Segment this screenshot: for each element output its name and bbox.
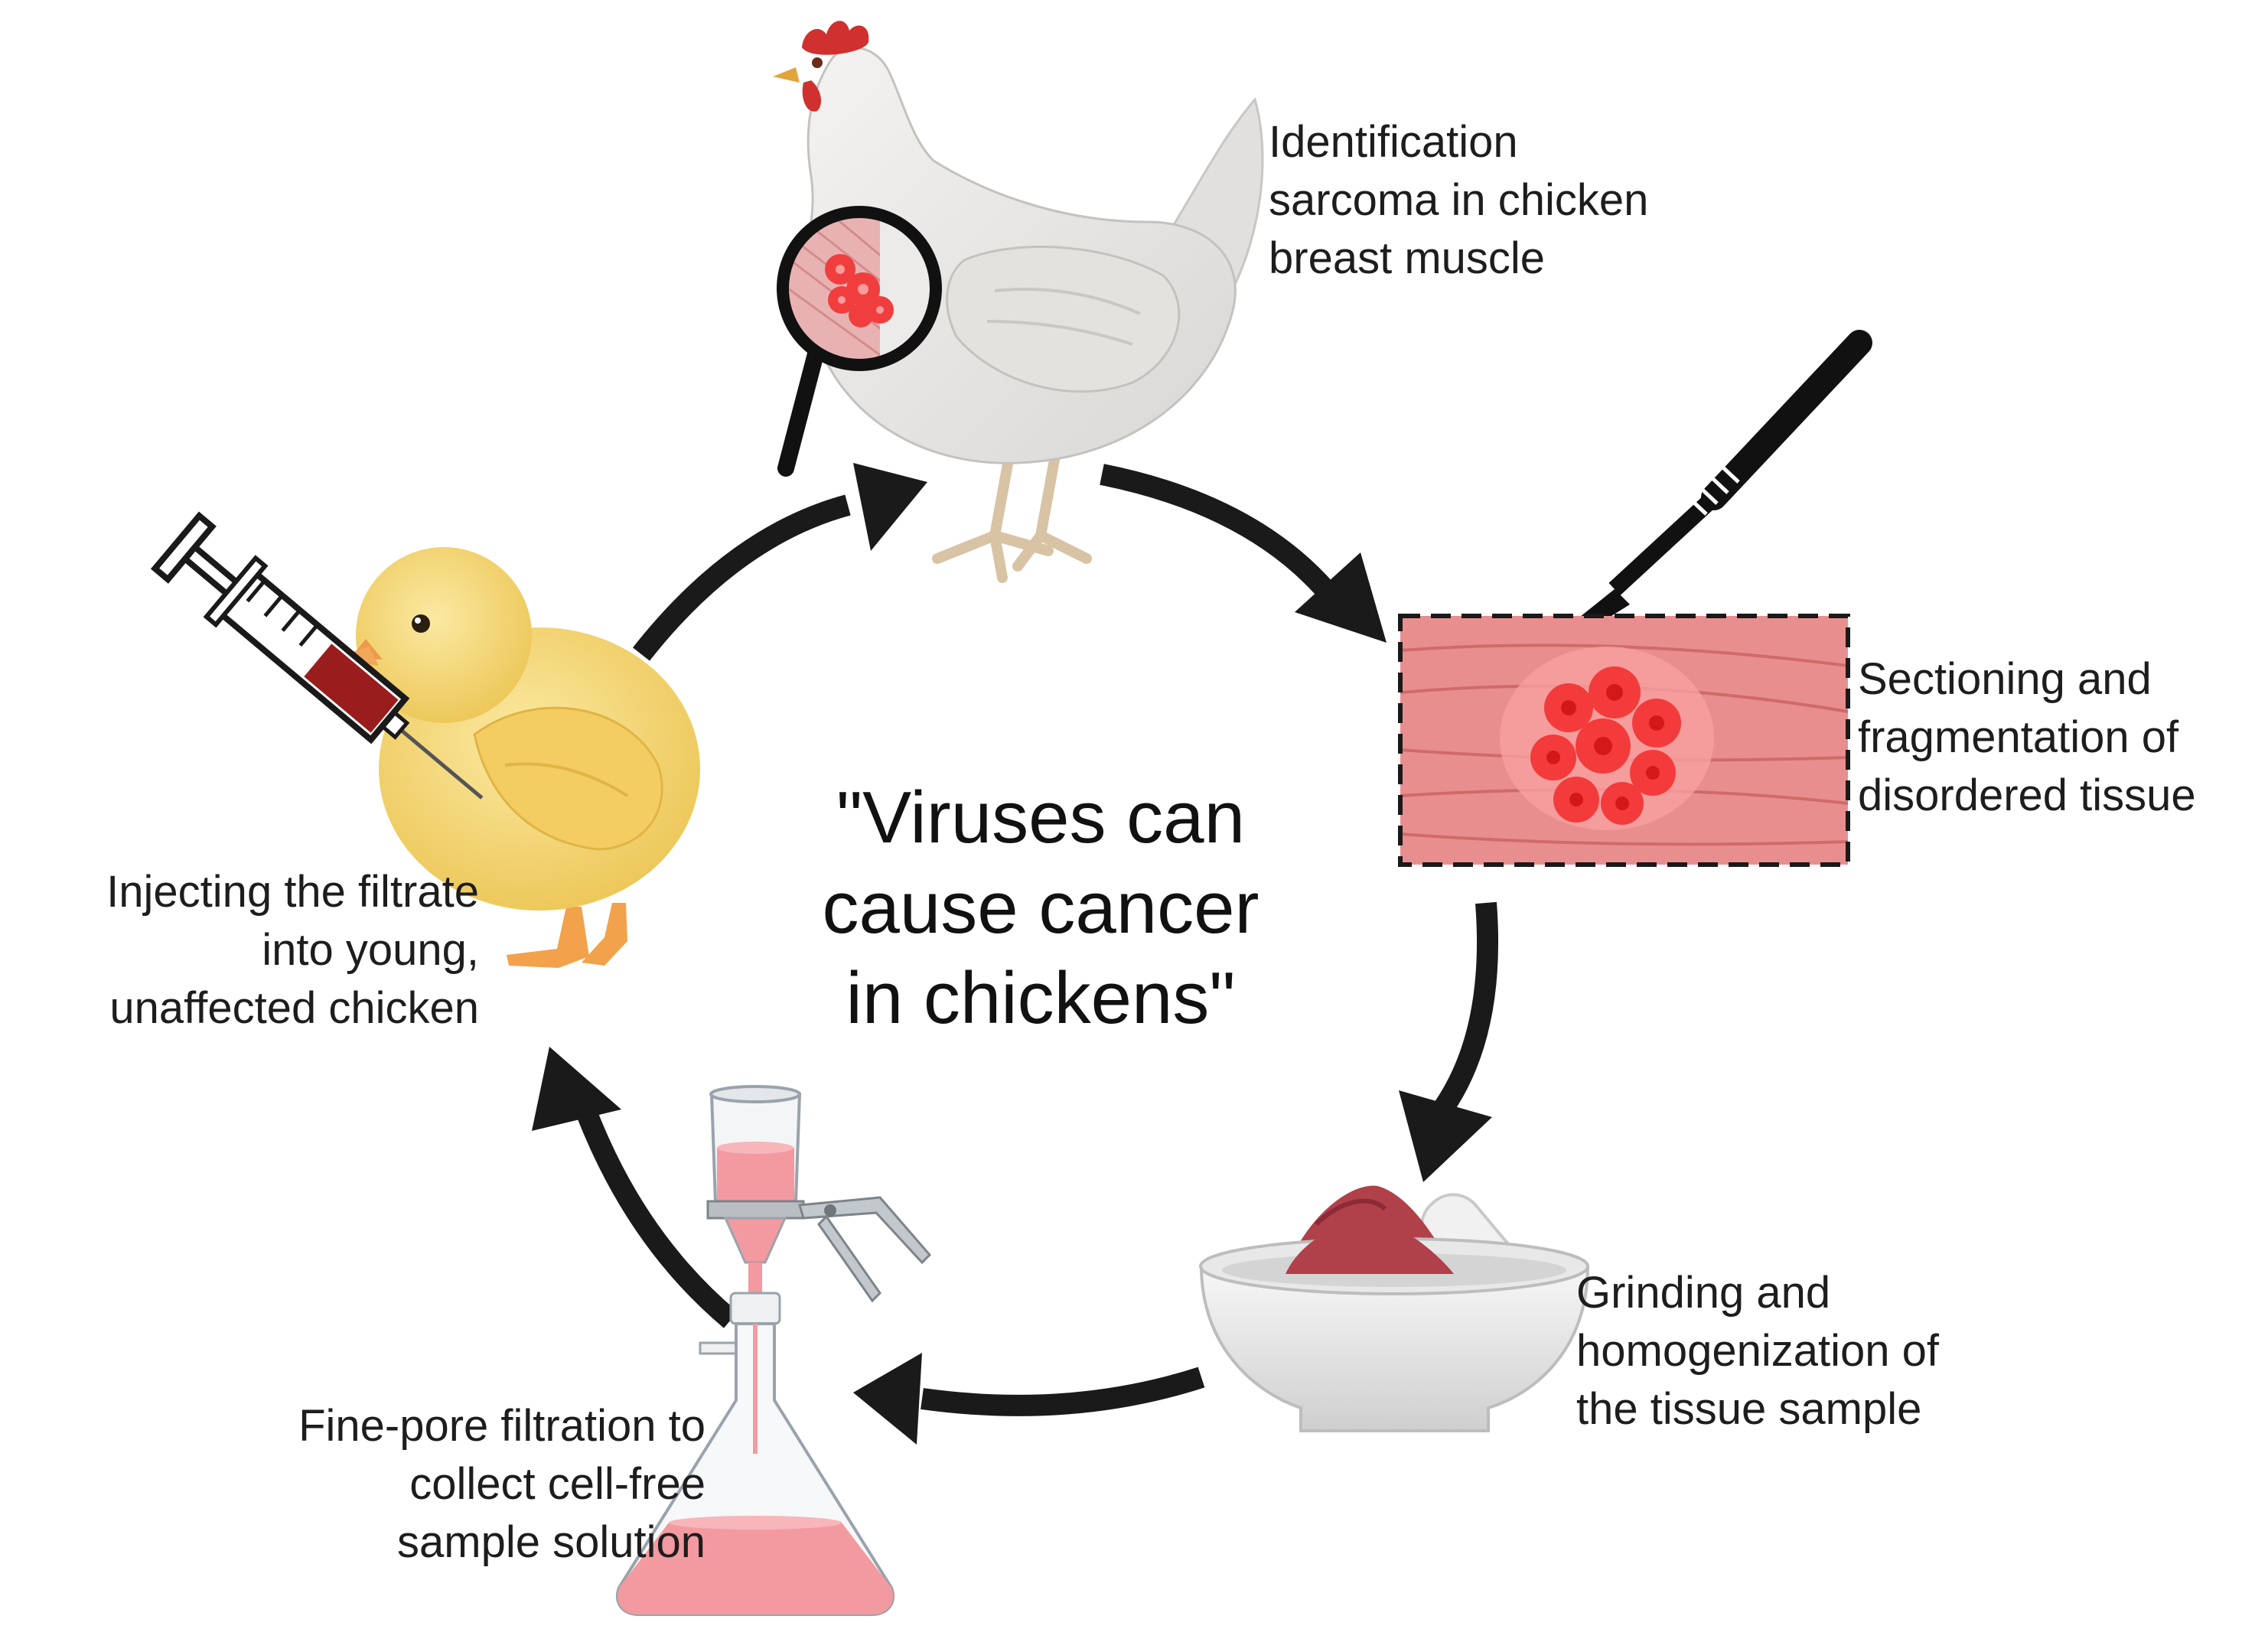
step-label-line: Sectioning and <box>1858 654 2152 704</box>
arrow-hen-to-tissue <box>1100 464 1340 604</box>
step-label-grinding: Grinding and homogenization of the tissu… <box>1576 1264 1939 1438</box>
center-statement: "Viruses can cause cancer in chickens" <box>712 773 1370 1044</box>
step-label-line: the tissue sample <box>1576 1384 1922 1434</box>
arrowhead-1 <box>853 463 927 551</box>
step-label-filtration: Fine-pore filtration to collect cell-fre… <box>298 1397 705 1572</box>
cycle-arrows <box>575 464 1499 1416</box>
arrow-tissue-to-mortar <box>1433 901 1499 1116</box>
magnifier-icon <box>777 206 942 477</box>
filtration-flask-icon <box>616 1085 932 1616</box>
scalpel-icon <box>1569 330 1872 643</box>
step-label-injection: Injecting the filtrate into young, unaff… <box>106 863 479 1038</box>
arrow-mortar-to-flask <box>921 1367 1205 1416</box>
step-label-line: Identification <box>1269 117 1518 167</box>
step-label-line: fragmentation of <box>1858 712 2179 762</box>
step-label-line: homogenization of <box>1576 1326 1939 1376</box>
mortar-pestle-icon <box>1199 1185 1590 1432</box>
arrow-chick-to-hen <box>633 494 851 661</box>
step-label-line: into young, <box>262 925 479 975</box>
arrowhead-4 <box>853 1353 922 1445</box>
tumor-tissue-icon <box>1398 614 1850 867</box>
center-statement-line: in chickens" <box>846 957 1236 1039</box>
center-statement-line: "Viruses can <box>836 777 1245 858</box>
step-label-line: Injecting the filtrate <box>106 867 479 917</box>
hen-icon <box>773 21 1264 583</box>
step-label-line: disordered tissue <box>1858 771 2196 820</box>
syringe-icon <box>150 511 484 800</box>
step-label-line: Fine-pore filtration to <box>298 1401 705 1451</box>
arrowhead-2 <box>1295 552 1387 643</box>
step-label-line: Grinding and <box>1576 1268 1831 1318</box>
arrow-heads <box>532 463 1492 1445</box>
step-label-sectioning: Sectioning and fragmentation of disorder… <box>1858 650 2196 825</box>
step-label-line: unaffected chicken <box>109 983 479 1033</box>
arrow-flask-to-chick <box>575 1105 738 1328</box>
step-label-line: sample solution <box>397 1517 705 1567</box>
step-label-line: collect cell-free <box>409 1459 705 1509</box>
arrowhead-3 <box>1399 1090 1492 1182</box>
step-label-identification: Identification sarcoma in chicken breast… <box>1269 113 1648 288</box>
step-label-line: sarcoma in chicken <box>1269 175 1649 225</box>
step-label-line: breast muscle <box>1269 233 1546 283</box>
arrowhead-5 <box>532 1047 621 1131</box>
center-statement-line: cause cancer <box>822 867 1259 949</box>
